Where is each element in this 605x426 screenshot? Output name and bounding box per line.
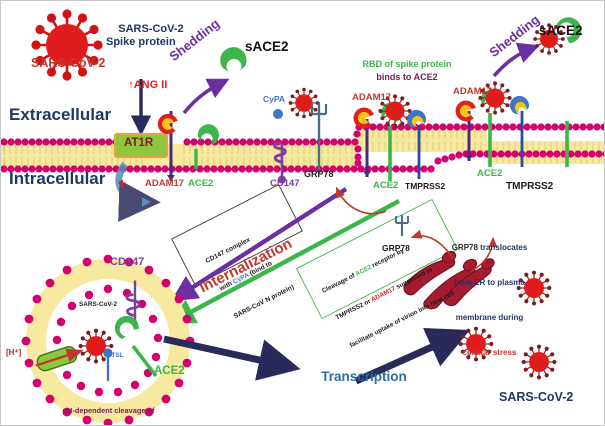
at1r-receptor-box: [113, 132, 169, 159]
proton-label: [H⁺]: [6, 348, 22, 357]
sace2-left-label: sACE2: [245, 39, 289, 54]
sace2-right-complex: [532, 17, 582, 56]
cd147-cypa-complex: [273, 87, 320, 185]
ace2-mid-label: ACE2: [373, 180, 399, 191]
replication-step-transcription: Transcription: [321, 369, 407, 385]
adam17-mid-label: ADAM17: [352, 92, 392, 103]
cd147-membrane-label: CD147: [270, 178, 300, 189]
ace2-right-complex: [453, 80, 569, 167]
er-stress-arrow: [470, 236, 498, 272]
ace2-mid-complex: [351, 93, 426, 181]
grp78-anno-line3: membrane during: [455, 312, 524, 322]
adam17-left-complex: [155, 111, 179, 181]
grp78-membrane-label: GRP78: [304, 169, 334, 179]
grp78-pathway-arrow: [335, 186, 387, 215]
cypa-label: CyPA: [263, 94, 286, 104]
at1r-label: AT1R: [124, 137, 154, 149]
grp78-membrane-receptor: [310, 102, 328, 173]
cd147-in-endosome: [125, 280, 141, 321]
sars-cov2-bottom-right-label: SARS-CoV-2: [499, 390, 574, 404]
ang-ii-up-arrow-icon: ↑: [128, 79, 134, 92]
ace2-right-label: ACE2: [477, 168, 503, 179]
sars-cov2-top-left-label: SARS-CoV-2: [31, 56, 106, 70]
ph-cleavage-annotation: pH-dependent cleavage of spike protein b…: [31, 383, 186, 425]
cleavage-textbox: [295, 198, 459, 320]
intracellular-label: Intracellular: [9, 169, 106, 188]
rbd-line1-label: RBD of spike protein: [362, 59, 452, 69]
sace2-right-label: sACE2: [539, 23, 583, 38]
tmprss2-mid-label: TMPRSS2: [405, 181, 446, 191]
rbd-line2-label: binds to ACE2: [376, 72, 438, 82]
replication-steps-list: Transcription Translation RNA replicatio…: [284, 328, 444, 425]
ctsl-protease: [103, 348, 113, 381]
cd147-complex-textbox: [171, 183, 303, 287]
grp78-anno-line2: from ER to plasma: [454, 277, 525, 287]
grp78-anno-line1: GRP78 translocates: [451, 243, 528, 253]
er-to-grp78-arrow: [410, 229, 454, 260]
spike-protein-label: SARS-CoV-2 Spike protein: [106, 23, 184, 48]
shedding-arrow-right: [492, 42, 540, 78]
ace2-vesicle-label: ACE2: [154, 365, 185, 377]
ctsl-label: CTSL: [107, 352, 124, 359]
cd147-complex-line1: CD147 complex: [204, 236, 252, 266]
extracellular-label: Extracellular: [9, 105, 112, 124]
plasma-membrane: [1, 123, 604, 173]
adam17-right-label: ADAM17: [453, 86, 493, 97]
endosome-to-replication-arrow: [163, 335, 301, 381]
replication-to-virions-arrow: [354, 327, 470, 385]
tmprss2-right-label: TMPRSS2: [506, 181, 554, 192]
grp78-translocates-annotation: GRP78 translocates from ER to plasma mem…: [427, 219, 552, 381]
cypa-molecule: [273, 109, 283, 119]
shedding-arrow-left: [182, 78, 230, 115]
cd147-complex-line2: with CyPA (bind to: [218, 260, 274, 293]
endoplasmic-reticulum: [403, 250, 495, 310]
ang-ii-label: ↑ANG II: [128, 79, 168, 92]
ph-cleavage-line1: pH-dependent cleavage of: [62, 406, 155, 416]
sace2-left-free: [220, 47, 247, 72]
cd147-complex-line3: SARS-CoV N protein): [232, 283, 296, 320]
sars-cov2-vesicle-label: SARS-CoV-2: [79, 301, 117, 308]
ace2-in-endosome: [114, 315, 158, 378]
grp78-er-label: GRP78: [382, 243, 410, 253]
grp78-anno-line4: cellular stress: [462, 347, 517, 357]
plus-sign-label: +: [118, 175, 127, 191]
proton-channel: [35, 346, 84, 372]
ace2-left-label: ACE2: [188, 178, 214, 189]
cd147-vesicle-label: CD147: [110, 256, 145, 268]
internalization-arrow-purple: [170, 187, 348, 302]
adam17-left-label: ADAM17: [145, 178, 185, 189]
internalization-arrow-green: [168, 199, 401, 324]
